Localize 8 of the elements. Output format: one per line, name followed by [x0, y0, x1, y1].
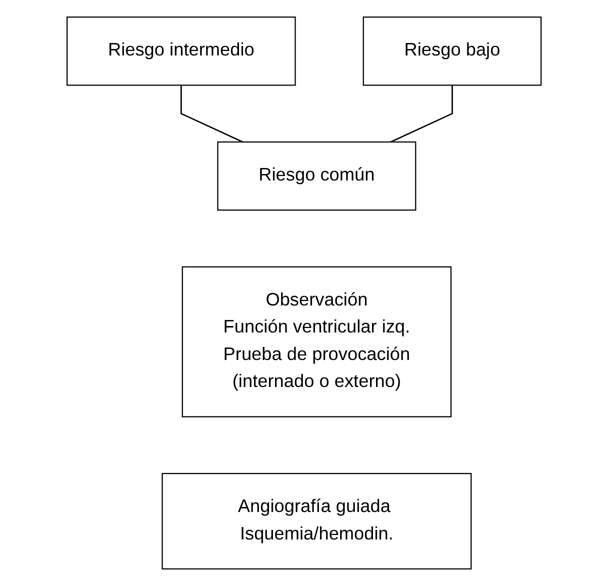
node-box [217, 141, 416, 211]
node-box [66, 16, 296, 86]
node-box [362, 16, 542, 86]
node-box [182, 266, 452, 418]
flowchart-drawing: Riesgo intermedio Riesgo bajo Riesgo común Observación Función ventricular izq. Prueba de provocación (internado o externo) Angiografía guiada Isquemia/hemodin. [58, 8, 550, 578]
connector [390, 85, 453, 143]
node-box [162, 472, 472, 570]
connector [180, 85, 243, 143]
